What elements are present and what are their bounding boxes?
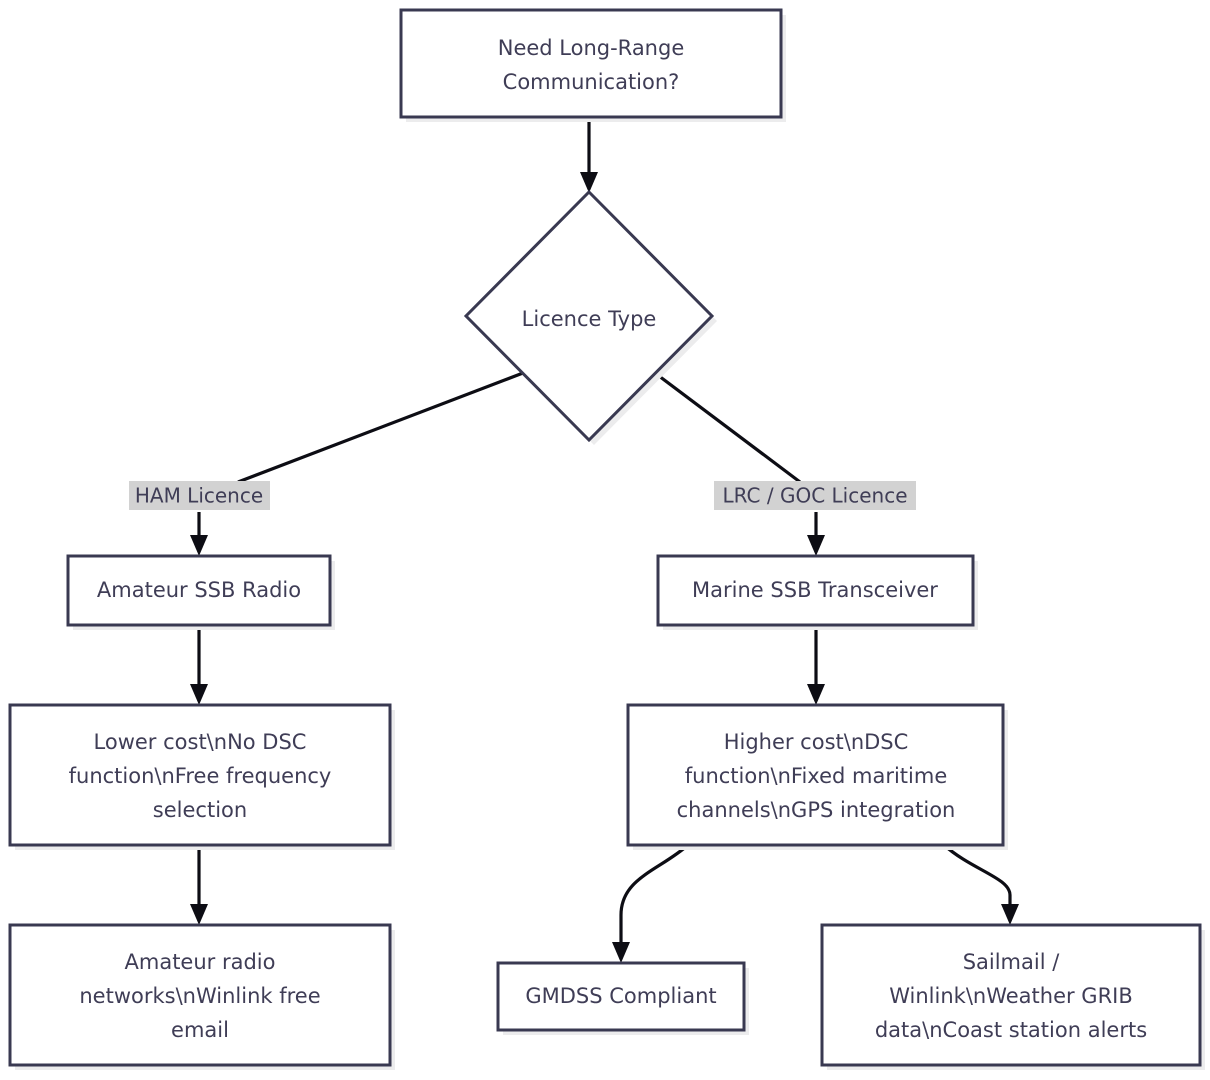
node-marine-services[interactable]: Sailmail / Winlink\nWeather GRIB data\nC… [820, 923, 1205, 1070]
node-need-long-range-communication[interactable]: Need Long-Range Communication? [399, 8, 786, 122]
edge-label-lrc-goc-licence: LRC / GOC Licence [714, 481, 916, 510]
node-marine-features[interactable]: Higher cost\nDSC function\nFixed maritim… [626, 703, 1008, 850]
edge-ham-radio-to-ham-features [190, 625, 208, 705]
node-start-line-2: Communication? [503, 70, 680, 94]
node-marine-features-line-2: function\nFixed maritime [685, 764, 948, 788]
node-licence-type-label: Licence Type [522, 307, 657, 331]
node-ham-features-line-1: Lower cost\nNo DSC [94, 730, 307, 754]
node-ham-services[interactable]: Amateur radio networks\nWinlink free ema… [8, 923, 395, 1070]
edge-ham-features-to-ham-services [190, 845, 208, 925]
node-marine-features-line-3: channels\nGPS integration [677, 798, 956, 822]
edge-marine-features-to-gmdss [612, 843, 690, 963]
node-ham-services-line-1: Amateur radio [125, 950, 276, 974]
edge-marine-radio-to-marine-features [807, 625, 825, 705]
node-ham-services-line-3: email [171, 1018, 229, 1042]
edge-label-lrc-goc-licence-text: LRC / GOC Licence [723, 484, 908, 508]
node-gmdss-compliant[interactable]: GMDSS Compliant [496, 961, 749, 1035]
node-amateur-ssb-radio[interactable]: Amateur SSB Radio [66, 554, 335, 630]
node-marine-ssb-transceiver[interactable]: Marine SSB Transceiver [656, 554, 978, 630]
edge-label-ham-licence-text: HAM Licence [135, 484, 263, 508]
edge-licence-to-ham-radio [190, 371, 524, 556]
node-marine-services-line-2: Winlink\nWeather GRIB [889, 984, 1133, 1008]
node-marine-services-line-1: Sailmail / [963, 950, 1061, 974]
node-ham-features[interactable]: Lower cost\nNo DSC function\nFree freque… [8, 703, 395, 850]
node-gmdss-compliant-label: GMDSS Compliant [525, 984, 716, 1008]
edge-marine-features-to-marine-services [942, 843, 1019, 925]
edge-licence-to-marine-radio [654, 371, 825, 556]
node-licence-type[interactable]: Licence Type [463, 189, 717, 445]
node-marine-features-line-1: Higher cost\nDSC [724, 730, 909, 754]
node-start-line-1: Need Long-Range [498, 36, 685, 60]
node-marine-ssb-transceiver-label: Marine SSB Transceiver [692, 578, 938, 602]
edge-label-ham-licence: HAM Licence [129, 481, 270, 510]
node-ham-features-line-2: function\nFree frequency [69, 764, 332, 788]
node-amateur-ssb-radio-label: Amateur SSB Radio [97, 578, 301, 602]
node-marine-services-line-3: data\nCoast station alerts [875, 1018, 1147, 1042]
node-ham-features-line-3: selection [153, 798, 247, 822]
edge-start-to-licence [580, 120, 598, 193]
node-ham-services-line-2: networks\nWinlink free [79, 984, 320, 1008]
